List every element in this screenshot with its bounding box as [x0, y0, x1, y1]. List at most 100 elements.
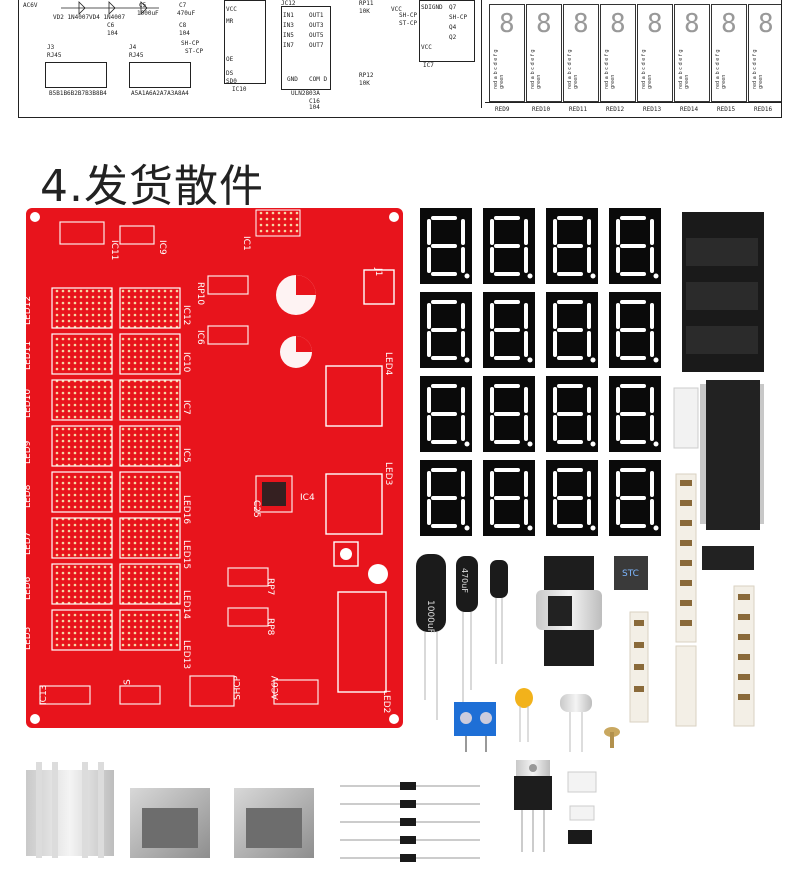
rj45-j4-symbol [129, 62, 191, 88]
pin-label: IN1 [283, 12, 294, 19]
schematic-digit-glyph: 8 [647, 9, 663, 39]
red-label: RED14 [680, 106, 699, 113]
red-pcb: LED5 LED6 LED7 LED8 LED9 LED10 LED11 LED… [23, 208, 403, 728]
pin-label: SH-CP [449, 14, 468, 21]
red-label: RED13 [643, 106, 662, 113]
schem-label: C8 [179, 22, 187, 29]
silk-led8: LED12 [23, 296, 33, 325]
seven-segment-display [483, 208, 535, 284]
silk-led11: LED15 [181, 540, 191, 569]
schem-label: 470uF [177, 10, 196, 17]
silk-ic5: IC13 [39, 685, 49, 705]
pin-label: COM D [309, 76, 328, 83]
pin-label: SH-CP [399, 12, 418, 19]
schematic-digit-glyph: 8 [721, 9, 737, 39]
silk-led7: LED11 [23, 341, 33, 370]
led-footprint [51, 563, 113, 605]
schem-label: VD2 1N4007 [53, 14, 90, 21]
schem-label: J3 [47, 44, 55, 51]
white-connector [673, 387, 699, 449]
stc-mcu-chip: STC [614, 556, 648, 590]
silk-ic1: IC1 [241, 236, 251, 251]
pin-label: ST-CP [399, 20, 418, 27]
schematic-digit-segments: red a b c d e f g green [678, 49, 690, 90]
pin-label: IN7 [283, 42, 294, 49]
silk-ic4: RP7 [265, 578, 275, 595]
ic-label: C16 [309, 98, 320, 105]
schematic-digit-segments: red a b c d e f g green [604, 49, 616, 90]
silk-j2: LED2 [381, 690, 391, 713]
pin-label: DS [226, 70, 234, 77]
schematic-strip: AC6V VD2 1N4007 VD4 1N4007 C6 104 C5 100… [18, 0, 782, 118]
cap-470uf-label: 470uF [460, 568, 469, 593]
schematic-digit-segments: red a b c d e f g green [752, 49, 764, 90]
schem-label: C6 [107, 22, 115, 29]
led-footprint-group [51, 287, 181, 651]
schem-label: VD4 1N4007 [89, 14, 126, 21]
pin-label: OUT3 [309, 22, 324, 29]
led-footprint [119, 471, 181, 513]
ic7-symbol [419, 0, 475, 62]
ceramic-capacitor [515, 688, 533, 742]
silk-led1: LED5 [23, 627, 33, 650]
rj45-jack [130, 788, 210, 858]
diode-bridge-icon [61, 1, 159, 15]
silk-led2: LED6 [23, 576, 33, 600]
seven-segment-display [420, 208, 472, 284]
seven-segment-display [546, 292, 598, 368]
pin-label: IN3 [283, 22, 294, 29]
crystal-oscillator [560, 694, 592, 752]
silk-led6: LED10 [23, 389, 33, 418]
stc-logo: STC [622, 569, 639, 579]
ic-label: 10K [359, 8, 370, 15]
silk-led12: LED16 [181, 495, 191, 524]
ic-label: RP11 [359, 0, 374, 7]
silk-ic11: IC11 [109, 240, 119, 260]
silk-led5: LED9 [23, 440, 33, 464]
schematic-digit-glyph: 8 [610, 9, 626, 39]
schem-label: C5 [139, 2, 147, 9]
smd-ic-tape [682, 212, 764, 570]
seven-segment-display [546, 460, 598, 536]
ic-label: VCC [391, 6, 402, 13]
small-connectors [567, 771, 597, 844]
seven-segment-display-group [420, 208, 661, 536]
schematic-digit-glyph: 8 [499, 9, 515, 39]
parts-photo: LED5 LED6 LED7 LED8 LED9 LED10 LED11 LED… [23, 208, 764, 862]
red-label: RED11 [569, 106, 588, 113]
seven-segment-display [420, 292, 472, 368]
silk-led13: IC5 [181, 448, 191, 463]
silk-ic8: RP8 [265, 618, 275, 636]
seven-segment-display [483, 376, 535, 452]
led-footprint [51, 425, 113, 467]
seven-segment-display [609, 460, 661, 536]
pin-label: ST-CP [185, 48, 204, 55]
screw [604, 727, 620, 748]
schem-label: A5A1A6A2A7A3A8A4 [131, 90, 189, 97]
pin-label: GND [287, 76, 298, 83]
schem-label: C7 [179, 2, 187, 9]
cap-1000uf-label: 1000uF [425, 600, 435, 634]
schematic-digit-segments: red a b c d e f g green [715, 49, 727, 90]
ic10-symbol [224, 0, 266, 84]
silk-ic12: SHCP [233, 675, 243, 700]
led-footprint [51, 333, 113, 375]
led-footprint [51, 471, 113, 513]
silk-led10: LED14 [181, 590, 191, 619]
pin-label: OUT5 [309, 32, 324, 39]
led-footprint [51, 517, 113, 559]
pin-label: OUT7 [309, 42, 324, 49]
seven-segment-display [546, 376, 598, 452]
red-label: RED15 [717, 106, 736, 113]
schem-label: 104 [179, 30, 190, 37]
schematic-digit-glyph: 8 [758, 9, 774, 39]
rj45-j3-symbol [45, 62, 107, 88]
schem-label: 1000uF [137, 10, 159, 17]
led-footprint [119, 563, 181, 605]
pin-label: VCC [421, 44, 432, 51]
ic-label: IC7 [423, 62, 434, 69]
aluminum-heatsink [26, 762, 114, 858]
schematic-digit-glyph: 8 [573, 9, 589, 39]
